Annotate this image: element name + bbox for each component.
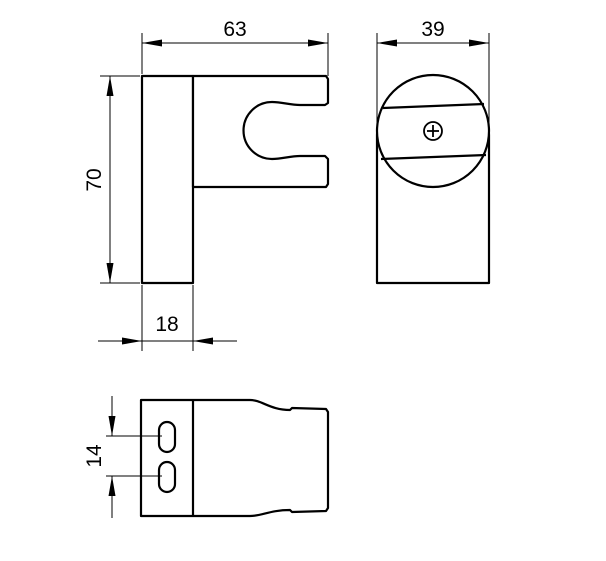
dim-63-arrow-left xyxy=(142,39,162,47)
dim-70-arrow-top xyxy=(106,76,114,96)
dim-70-arrow-bottom xyxy=(106,263,114,283)
dimension-14: 14 xyxy=(83,396,162,518)
dim-18-label: 18 xyxy=(155,313,178,336)
dim-18-arrow-left xyxy=(122,337,142,345)
dim-63-label: 63 xyxy=(223,18,246,41)
top-view xyxy=(139,398,330,518)
dimension-63: 63 xyxy=(141,18,329,76)
dim-39-arrow-right xyxy=(469,39,489,47)
dim-14-label: 14 xyxy=(83,444,106,468)
dim-14-arrow-bottom xyxy=(108,476,116,496)
dim-63-arrow-right xyxy=(308,39,328,47)
dimension-18: 18 xyxy=(98,285,237,351)
side-view-holder-arm xyxy=(191,74,330,189)
mounting-slot-bottom xyxy=(157,460,177,494)
dim-14-arrow-top xyxy=(108,416,116,436)
top-view-outline xyxy=(139,398,330,518)
front-view xyxy=(375,73,491,285)
side-view-wall-plate xyxy=(140,74,195,285)
mounting-slot-top xyxy=(157,420,177,454)
dim-39-label: 39 xyxy=(421,18,444,41)
screw-icon xyxy=(423,121,443,141)
front-view-flat-bottom xyxy=(380,153,487,161)
front-view-flat-top xyxy=(382,102,485,110)
dim-70-label: 70 xyxy=(83,168,106,191)
dimension-39: 39 xyxy=(376,18,490,135)
dim-18-arrow-right xyxy=(193,337,213,345)
dimension-70: 70 xyxy=(83,75,140,284)
dim-39-arrow-left xyxy=(377,39,397,47)
side-view xyxy=(140,74,330,285)
